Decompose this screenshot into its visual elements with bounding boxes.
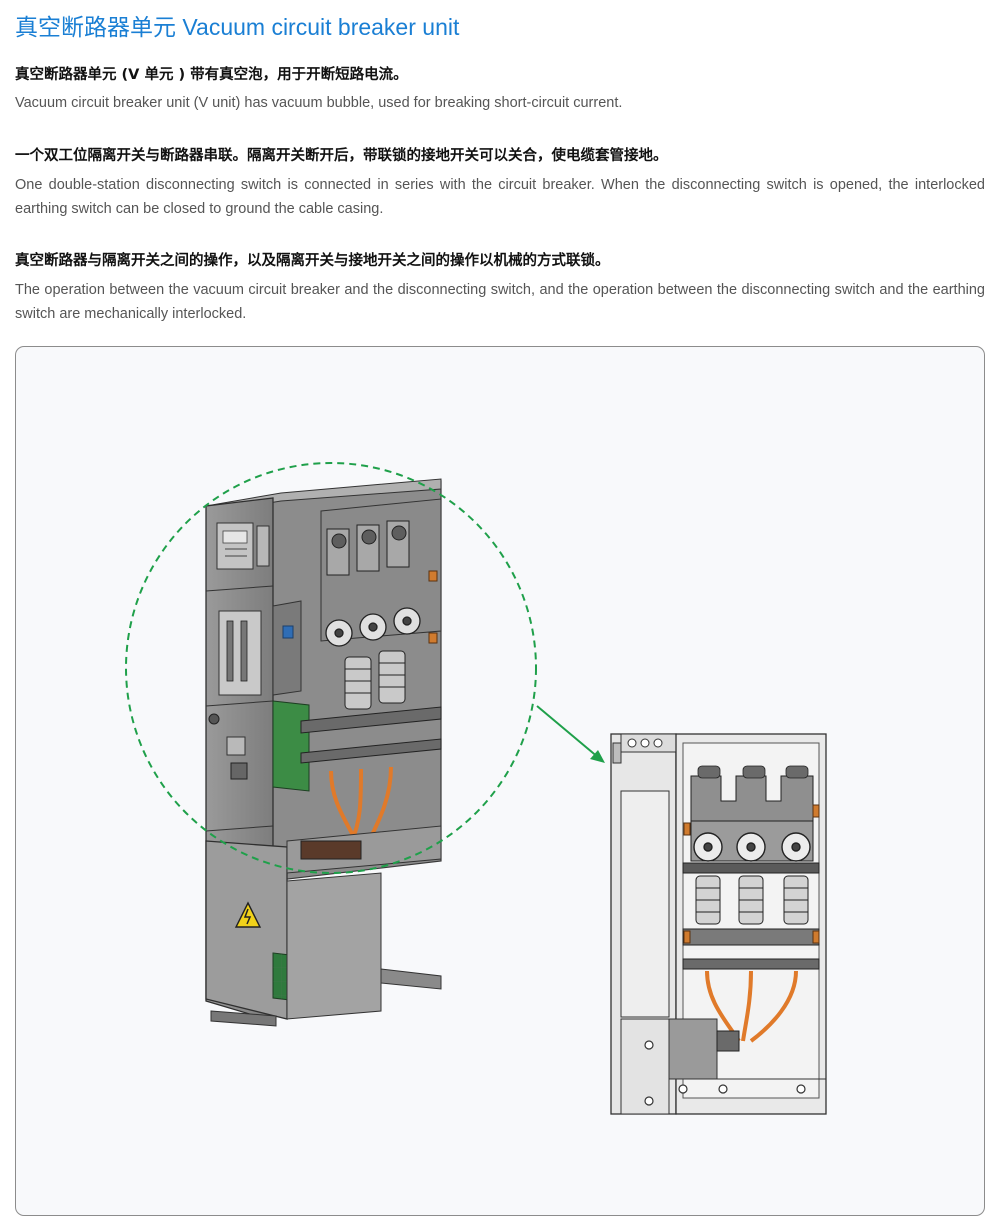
section-3-heading-zh: 真空断路器与隔离开关之间的操作，以及隔离开关与接地开关之间的操作以机械的方式联锁… xyxy=(15,253,610,269)
switchgear-front-view xyxy=(610,733,827,1115)
switchgear-illustration xyxy=(125,462,827,1115)
warning-triangle-icon xyxy=(234,901,262,928)
page-title: 真空断路器单元 Vacuum circuit breaker unit xyxy=(15,14,460,40)
switchgear-3d-view xyxy=(205,478,442,1027)
section-2-heading-zh: 一个双工位隔离开关与断路器串联。隔离开关断开后，带联锁的接地开关可以关合，使电缆… xyxy=(15,148,668,164)
section-1-heading-zh: 真空断路器单元 (V 单元 ) 带有真空泡，用于开断短路电流。 xyxy=(15,67,408,83)
section-1-text-en: Vacuum circuit breaker unit (V unit) has… xyxy=(15,95,623,111)
callout-arrow-icon xyxy=(536,705,605,763)
figure-frame xyxy=(15,346,985,1216)
highlight-circle xyxy=(125,462,537,874)
section-2-text-en: One double-station disconnecting switch … xyxy=(15,177,985,217)
section-3-text-en: The operation between the vacuum circuit… xyxy=(15,282,985,322)
